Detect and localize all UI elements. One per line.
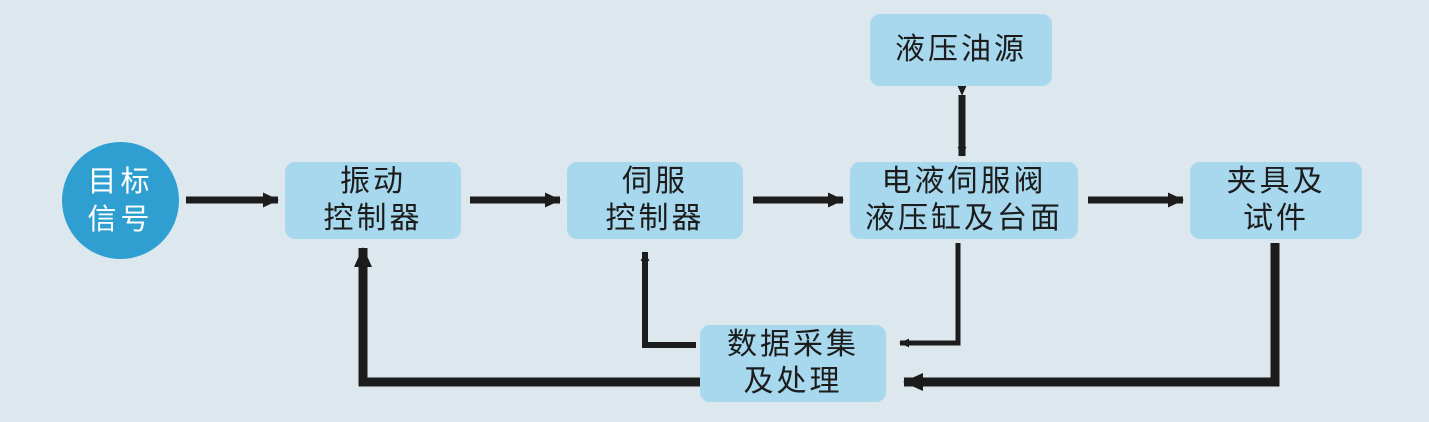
edge-valve-to-data: [899, 243, 961, 348]
node-target-signal-line-1: 目标: [87, 163, 154, 198]
node-servo-controller-line-1: 伺服: [622, 163, 688, 199]
node-target-signal[interactable]: 目标 信号: [62, 142, 179, 259]
node-servo-valve-cylinder-table-line-2: 液压缸及台面: [865, 200, 1063, 236]
node-vibration-controller-line-2: 控制器: [323, 200, 423, 236]
node-fixture-specimen[interactable]: 夹具及 试件: [1190, 162, 1362, 239]
node-vibration-controller[interactable]: 振动 控制器: [285, 162, 461, 239]
node-hydraulic-oil-source-line-1: 液压油源: [895, 31, 1027, 67]
node-data-acquisition-processing-line-1: 数据采集: [727, 326, 859, 362]
node-data-acquisition-processing-line-2: 及处理: [743, 363, 843, 399]
node-servo-valve-cylinder-table[interactable]: 电液伺服阀 液压缸及台面: [850, 162, 1078, 239]
node-fixture-specimen-line-2: 试件: [1243, 200, 1309, 236]
node-servo-valve-cylinder-table-line-1: 电液伺服阀: [881, 163, 1047, 199]
node-servo-controller-line-2: 控制器: [605, 200, 705, 236]
edge-fixture-to-data: [903, 243, 1280, 391]
edge-data-to-vibration: [354, 247, 700, 387]
node-servo-controller[interactable]: 伺服 控制器: [567, 162, 743, 239]
node-vibration-controller-line-1: 振动: [340, 163, 406, 199]
node-hydraulic-oil-source[interactable]: 液压油源: [870, 14, 1052, 86]
edge-data-to-servo: [640, 251, 696, 348]
node-data-acquisition-processing[interactable]: 数据采集 及处理: [700, 325, 886, 402]
node-target-signal-line-2: 信号: [87, 201, 154, 236]
node-fixture-specimen-line-1: 夹具及: [1226, 163, 1326, 199]
